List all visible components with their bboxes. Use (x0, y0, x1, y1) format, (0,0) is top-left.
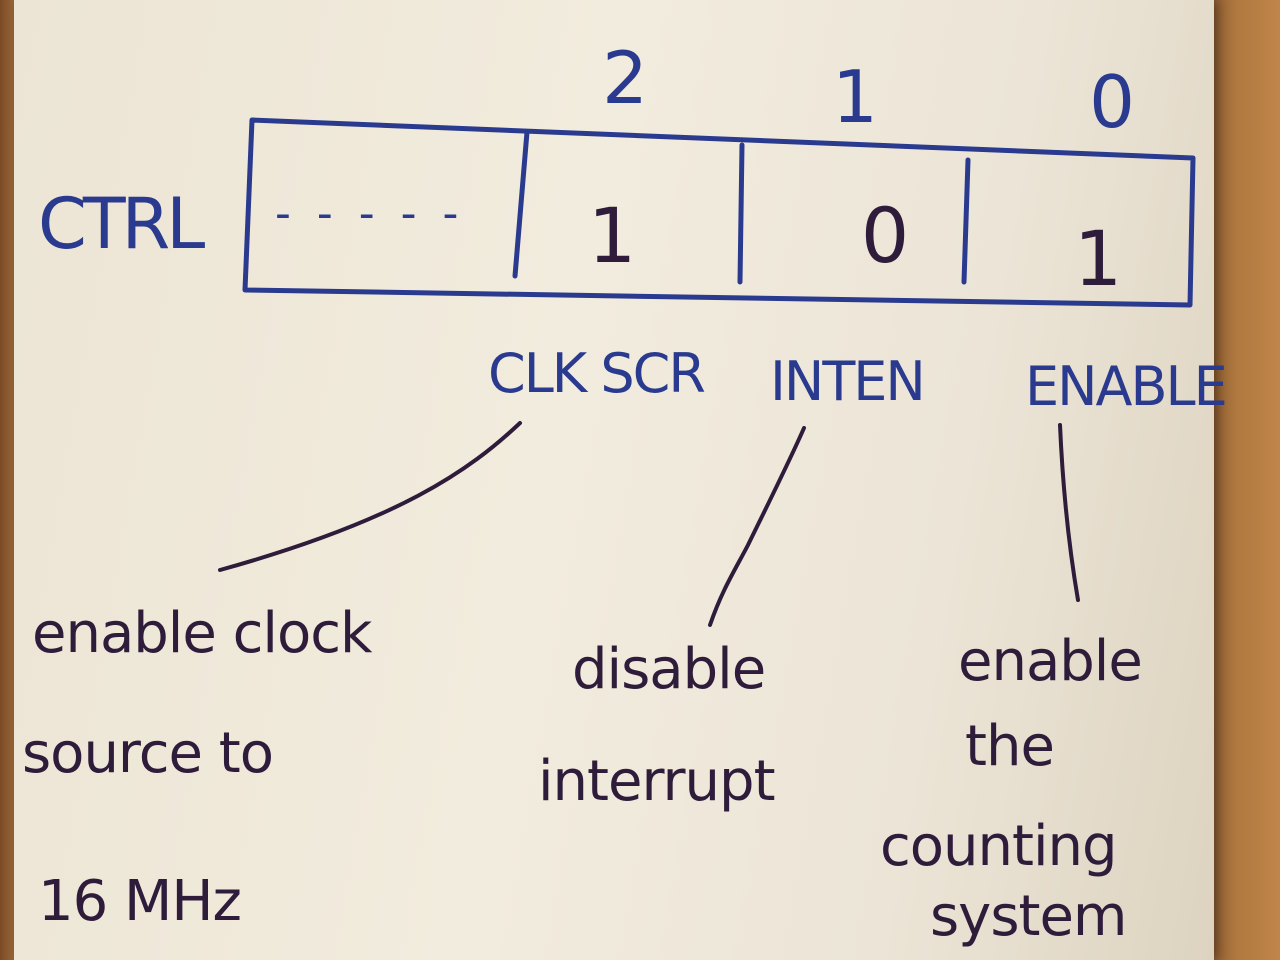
desc-enable-line-1: enable (958, 629, 1142, 694)
bit-number-1: 1 (832, 55, 878, 139)
bit-divider-1 (512, 129, 530, 279)
bit-value-2: 1 (588, 191, 636, 280)
connector-inten (708, 426, 806, 627)
desc-enable-line-4: system (930, 884, 1126, 949)
connector-enable (1058, 423, 1080, 602)
desc-enable-line-3: counting (880, 814, 1117, 879)
reserved-bits: - - - - - (275, 188, 464, 239)
bit-divider-2 (737, 142, 745, 285)
bit-value-1: 0 (861, 191, 909, 280)
bit-number-0: 0 (1089, 60, 1135, 144)
field-label-clk-scr: CLK SCR (488, 342, 704, 405)
bit-value-0: 1 (1074, 214, 1122, 303)
field-label-inten: INTEN (770, 350, 924, 413)
bit-divider-3 (961, 157, 971, 285)
desc-inten-line-2: interrupt (538, 749, 775, 814)
desc-enable-line-2: the (965, 714, 1054, 779)
wood-background-right (1208, 0, 1280, 960)
register-box (242, 117, 1196, 308)
desc-clk-scr-line-1: enable clock (32, 601, 373, 666)
field-label-enable: ENABLE (1025, 355, 1226, 418)
bit-number-2: 2 (602, 36, 648, 120)
paper-card (14, 0, 1214, 960)
register-name: CTRL (38, 183, 205, 265)
desc-clk-scr-line-3: 16 MHz (38, 869, 241, 934)
connector-clk-scr (218, 421, 522, 572)
desc-clk-scr-line-2: source to (22, 721, 273, 786)
desc-inten-line-1: disable (572, 637, 765, 702)
